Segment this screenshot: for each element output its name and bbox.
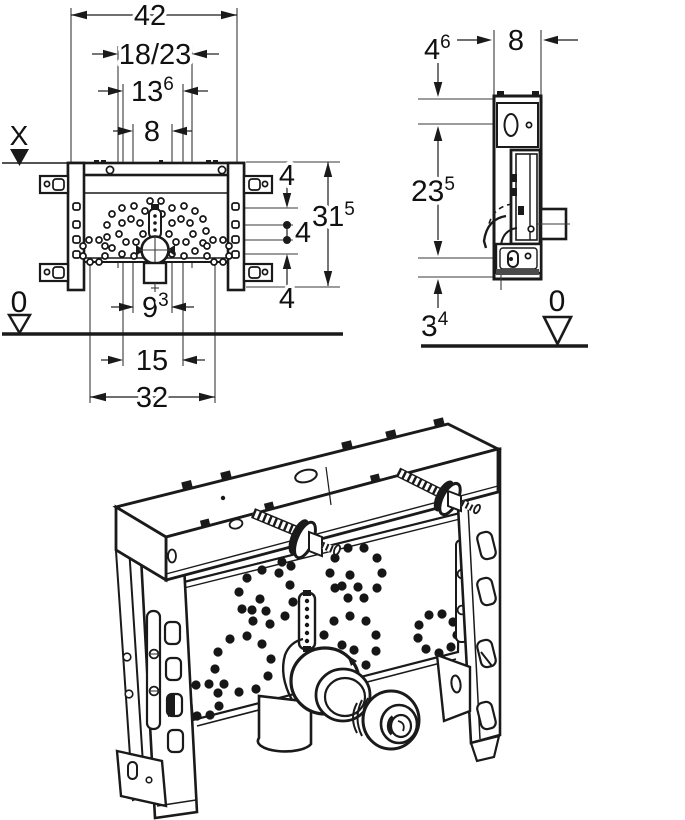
dim-42: 42: [71, 0, 237, 36]
top-face-oval-hole: [294, 468, 318, 484]
dim-4-top-label: 4: [279, 160, 295, 192]
dim-31-5: 315: [309, 162, 358, 286]
dim-23-5-base: 23: [411, 175, 444, 208]
datum-x-label: X: [10, 120, 29, 151]
top-rail-tabs: [94, 160, 227, 175]
top-channel-left-face: [114, 504, 168, 583]
dim-23-5: 235: [408, 140, 458, 256]
dim-32-label: 32: [136, 382, 168, 414]
drain-outlet-front: [136, 235, 175, 292]
cluster-b-upper: [325, 543, 387, 603]
dim-4-mid: 4: [283, 214, 315, 253]
cluster-a-lower: [210, 631, 276, 697]
datum-x-triangle: [10, 149, 29, 166]
drain-outlet-box: [142, 261, 168, 285]
datum-zero-side-label: 0: [549, 285, 566, 318]
drain-socket: [256, 694, 313, 753]
adjustment-strip-front: [148, 204, 162, 239]
dim-4-bottom: 4: [275, 254, 299, 319]
svg-text:46: 46: [424, 32, 451, 66]
dim-3-4-sup: 4: [438, 309, 449, 330]
dim-8-front: 8: [113, 113, 192, 152]
svg-text:136: 136: [131, 74, 174, 108]
dim-4-6: 46: [421, 29, 454, 141]
threaded-rod-right: [395, 467, 481, 517]
datum-zero-front-label: 0: [11, 286, 28, 319]
dim-42-label: 42: [134, 0, 166, 32]
side-upper-bracket: [496, 102, 539, 148]
datum-zero-side-triangle: [541, 315, 574, 347]
channel-clips: [181, 417, 445, 527]
left-rail-foot: [115, 749, 168, 808]
drain-elbow-iso: [256, 637, 372, 753]
adjustment-strip-iso: [297, 590, 317, 652]
dim-18-23: 18/23: [92, 36, 219, 75]
outlet-fitting-iso: [352, 689, 421, 751]
side-elevation-view: 8 46 235 34: [408, 22, 588, 348]
side-lower-bracket: [494, 242, 543, 275]
side-bottom-band: [496, 269, 539, 275]
dim-31-5-base: 31: [312, 201, 344, 233]
svg-text:93: 93: [142, 290, 169, 324]
ring-bottom-left: [79, 236, 109, 266]
svg-text:235: 235: [411, 174, 455, 208]
datum-x-symbol: X: [2, 117, 70, 166]
dim-18-23-label: 18/23: [119, 39, 192, 71]
left-rail-channel-slot: [145, 609, 162, 731]
top-rail: [66, 161, 246, 177]
datum-zero-front-triangle: [6, 313, 33, 336]
side-middle-channel: [509, 148, 542, 246]
dim-4-6-base: 4: [424, 34, 440, 66]
ring-bottom-right: [203, 236, 233, 266]
dim-8-front-label: 8: [144, 116, 160, 148]
dim-9-3-base: 9: [142, 292, 158, 324]
isometric-view: [112, 417, 502, 820]
dim-4-6-sup: 6: [440, 32, 451, 53]
dim-32: 32: [90, 379, 215, 418]
perforation-pattern-iso: [182, 543, 462, 721]
dim-9-3-sup: 3: [158, 290, 169, 311]
right-rail-iso: [435, 446, 502, 763]
dim-13-6-sup: 6: [163, 74, 174, 95]
dim-15: 15: [101, 342, 205, 381]
dim-23-5-sup: 5: [444, 174, 455, 195]
datum-zero-side: 0: [421, 282, 588, 348]
dim-13-6-base: 13: [131, 76, 163, 108]
threaded-rod-left: [251, 508, 341, 560]
mounting-tab-top-right: [242, 174, 274, 195]
left-rail-iso: [114, 545, 199, 820]
right-rail-foot: [435, 653, 472, 723]
cluster-a-upper: [234, 565, 298, 629]
front-elevation-view: X: [2, 0, 358, 418]
svg-text:315: 315: [312, 199, 355, 233]
datum-zero-front: 0: [2, 283, 343, 336]
mounting-tab-bottom-left: [38, 262, 70, 283]
frame-side-profile: [482, 91, 570, 290]
dim-15-label: 15: [136, 345, 168, 377]
dim-13-6: 136: [98, 71, 208, 112]
dim-8-side: 8: [457, 22, 578, 61]
mounting-tab-bottom-right: [242, 262, 274, 283]
dim-4-bottom-label: 4: [279, 283, 295, 315]
wreath-right-inner: [165, 215, 197, 246]
rail-holes: [72, 202, 240, 259]
dim-31-5-sup: 5: [344, 199, 355, 220]
dim-8-side-label: 8: [508, 25, 524, 57]
svg-text:34: 34: [421, 309, 449, 343]
side-outlet-socket: [536, 207, 570, 241]
dim-3-4-base: 3: [421, 310, 438, 343]
dim-4-mid-label: 4: [295, 217, 311, 249]
mounting-tab-top-left: [38, 174, 70, 195]
dim-4-top: 4: [275, 157, 299, 208]
wreath-left-inner: [115, 215, 147, 246]
dim-3-4: 34: [418, 279, 452, 347]
dim-9-3: 93: [111, 287, 194, 328]
